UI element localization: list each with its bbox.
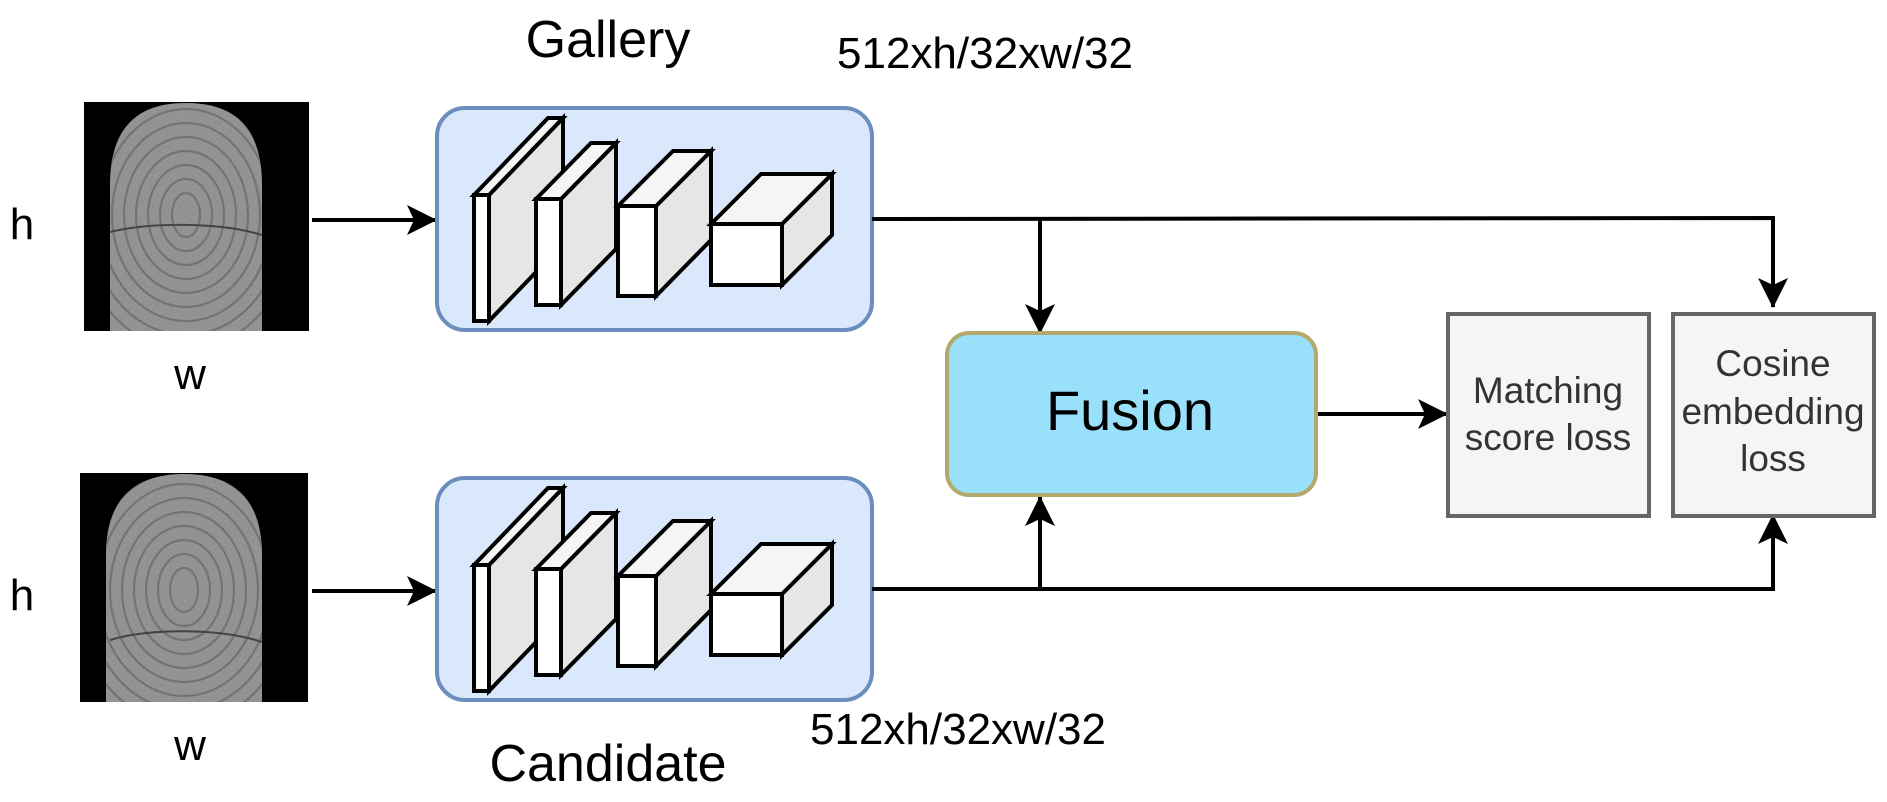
- cosine-embedding-loss-line2: embedding: [1681, 391, 1864, 432]
- candidate-feature-connector: [872, 496, 1788, 591]
- fusion-block: Fusion: [945, 331, 1318, 497]
- gallery-conv-layers: [469, 113, 837, 326]
- matching-score-loss-line1: Matching: [1473, 370, 1623, 411]
- fusion-box: [945, 331, 1318, 497]
- candidate-feature-shape: 512xh/32xw/32: [810, 705, 1106, 754]
- cosine-embedding-loss-box: [1671, 312, 1876, 518]
- fusion-label: Fusion: [1046, 379, 1214, 442]
- gallery-feature-shape: 512xh/32xw/32: [837, 29, 1133, 78]
- candidate-title: Candidate: [489, 735, 726, 793]
- cosine-embedding-loss-line1: Cosine: [1715, 343, 1830, 384]
- cosine-embedding-loss: Cosine embedding loss: [1671, 312, 1876, 518]
- gallery-fingerprint-image: [84, 102, 309, 331]
- candidate-fingerprint-image: [80, 473, 308, 702]
- gallery-encoder: [435, 106, 874, 332]
- matching-score-loss-line2: score loss: [1465, 417, 1632, 458]
- candidate-conv-layers: [469, 483, 837, 696]
- gallery-title: Gallery: [526, 11, 691, 69]
- candidate-encoder: [435, 476, 874, 702]
- candidate-width-label: w: [173, 721, 206, 770]
- cosine-embedding-loss-line3: loss: [1740, 438, 1806, 479]
- matching-score-loss-box: [1446, 312, 1651, 518]
- candidate-height-label: h: [10, 571, 34, 620]
- gallery-width-label: w: [173, 350, 206, 399]
- matching-score-loss: Matching score loss: [1446, 312, 1651, 518]
- gallery-height-label: h: [10, 200, 34, 249]
- gallery-feature-connector: [871, 215, 1788, 334]
